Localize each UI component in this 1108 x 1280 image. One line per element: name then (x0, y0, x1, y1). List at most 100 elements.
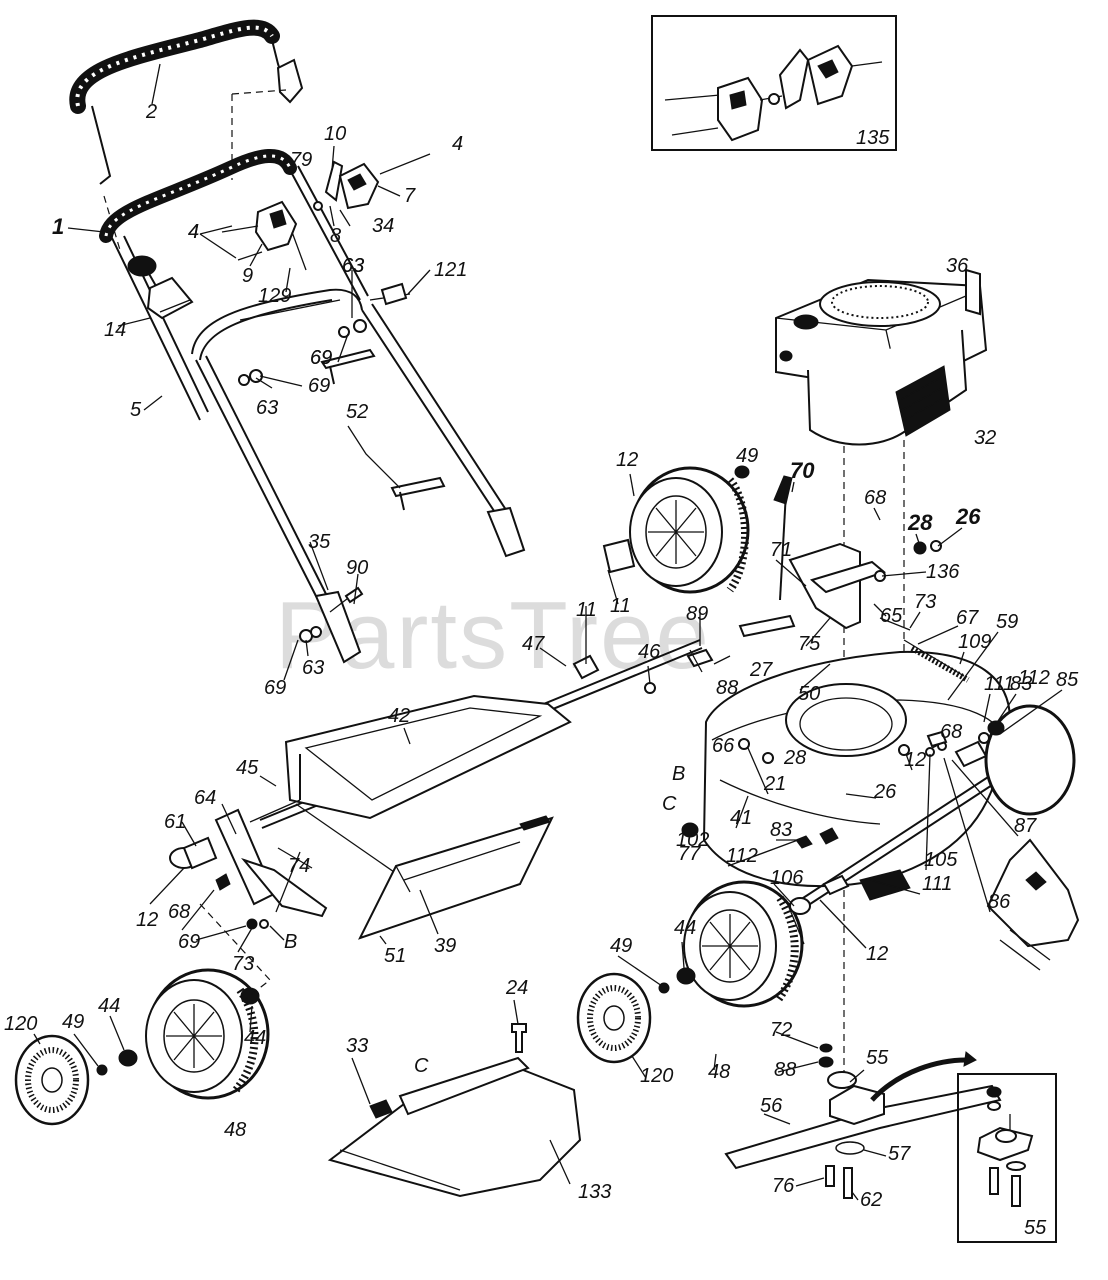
part-label: 112 (1018, 667, 1050, 689)
part-label: 69 (310, 347, 332, 369)
part-label: 64 (194, 787, 216, 809)
part-label: 73 (914, 591, 936, 613)
blade-assembly (724, 1043, 1002, 1199)
part-label: 35 (308, 531, 331, 553)
part-label: 51 (384, 945, 406, 967)
handle-hardware (238, 282, 446, 643)
part-label: 12 (904, 749, 926, 771)
part-label: 11 (610, 595, 631, 617)
part-label: 102 (676, 829, 709, 851)
part-label: 129 (258, 285, 291, 307)
part-label: 52 (346, 401, 368, 423)
part-label: 73 (232, 953, 254, 975)
part-label: 71 (770, 539, 792, 561)
part-label: 63 (342, 255, 364, 277)
part-label: 27 (749, 659, 773, 681)
part-label: 68 (940, 721, 962, 743)
part-label: 26 (873, 781, 897, 803)
part-label: 50 (798, 683, 820, 705)
part-label: 47 (522, 633, 545, 655)
part-label: 70 (790, 458, 815, 483)
part-label: 85 (1056, 669, 1079, 691)
part-label: 32 (974, 427, 996, 449)
part-label: 63 (256, 397, 278, 419)
part-label: 4 (188, 221, 199, 243)
front-wheel-right (658, 880, 804, 1008)
part-label: 133 (578, 1181, 611, 1203)
part-label: 105 (924, 849, 958, 871)
part-label: 111 (984, 673, 1014, 695)
part-label: C (414, 1055, 429, 1077)
part-label: 45 (236, 757, 259, 779)
part-label: 5 (130, 399, 142, 421)
front-axle (789, 704, 1076, 915)
part-label: 87 (1014, 815, 1037, 837)
part-label: 121 (434, 259, 467, 281)
part-label: 4 (452, 133, 463, 155)
part-label: 89 (686, 603, 708, 625)
part-label: 33 (346, 1035, 368, 1057)
part-label: 44 (244, 1027, 266, 1049)
part-label: 120 (640, 1065, 673, 1087)
inset-box-throttle-control: 135 (651, 15, 897, 151)
part-label: 34 (372, 215, 394, 237)
part-label: 68 (168, 901, 190, 923)
part-label: 55 (866, 1047, 889, 1069)
part-label: 72 (770, 1019, 792, 1041)
part-label: 42 (388, 705, 410, 727)
part-label: 56 (760, 1095, 783, 1117)
part-label: 86 (988, 891, 1011, 913)
part-label: 74 (288, 855, 310, 877)
part-label: 36 (946, 255, 969, 277)
mower-deck (702, 650, 1012, 901)
part-label: 44 (674, 917, 696, 939)
part-label: 61 (164, 811, 186, 833)
part-label: 106 (770, 867, 804, 889)
hubcap-left (14, 1034, 90, 1126)
rear-height-bracket (169, 808, 328, 930)
part-label: 8 (330, 225, 341, 247)
part-label: 69 (264, 677, 286, 699)
part-label: 77 (678, 843, 701, 865)
part-label: 68 (864, 487, 886, 509)
part-label: 21 (763, 773, 786, 795)
part-label: 136 (926, 561, 960, 583)
part-label: 28 (783, 747, 806, 769)
part-label: 76 (772, 1175, 795, 1197)
part-label: 67 (956, 607, 979, 629)
part-label: 65 (880, 605, 903, 627)
part-label: 14 (104, 319, 126, 341)
part-label: 46 (638, 641, 661, 663)
part-label: 12 (616, 449, 638, 471)
part-label: 66 (712, 735, 735, 757)
throttle-control-assembly (221, 153, 431, 271)
part-label: 10 (324, 123, 346, 145)
part-label: 12 (866, 943, 888, 965)
part-label: 49 (610, 935, 632, 957)
part-label: 75 (798, 633, 821, 655)
side-discharge-chute (327, 1023, 582, 1198)
part-label: 41 (730, 807, 752, 829)
part-label: B (284, 931, 297, 953)
part-label: 49 (736, 445, 758, 467)
rear-deflector-plate (358, 815, 554, 940)
upper-handle (69, 19, 304, 185)
part-label: 26 (955, 504, 981, 529)
height-adjuster-bracket (738, 475, 970, 683)
part-label: C (662, 793, 677, 815)
rear-trail-shield (986, 838, 1080, 971)
part-label: 109 (958, 631, 991, 653)
part-label: 111 (922, 873, 952, 895)
part-label: 90 (346, 557, 368, 579)
part-label: 12 (136, 909, 158, 931)
part-label: 63 (342, 255, 364, 277)
part-label: 7 (404, 185, 416, 207)
part-label: B (672, 763, 685, 785)
part-label: 1 (52, 214, 64, 239)
part-label: 79 (290, 149, 312, 171)
part-label: 62 (860, 1189, 882, 1211)
inset-label: 135 (856, 127, 890, 149)
part-label: 59 (996, 611, 1018, 633)
part-label: 69 (178, 931, 200, 953)
